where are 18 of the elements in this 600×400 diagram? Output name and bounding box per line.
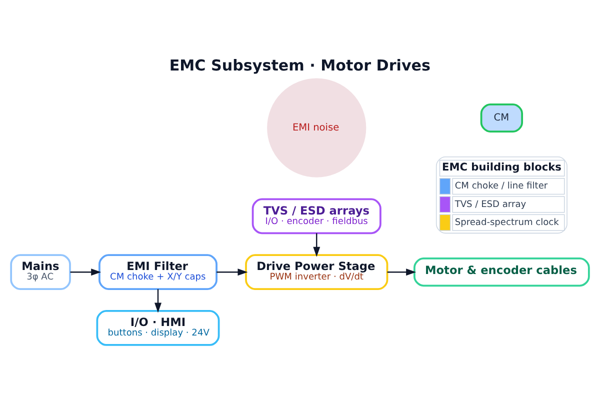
arrow: [387, 268, 416, 276]
node-box: Drive Power Stage PWM inverter · dV/dt: [245, 254, 388, 290]
node-box: EMI Filter CM choke + X/Y caps: [98, 254, 218, 290]
arrow: [216, 268, 248, 276]
node-circle: EMI noise: [267, 78, 366, 177]
diagram-title: EMC Subsystem · Motor Drives: [169, 56, 431, 74]
node-box: I/O · HMI buttons · display · 24V: [96, 310, 220, 346]
legend-label: CM choke / line filter: [454, 181, 548, 192]
label: EMC building blocks: [442, 160, 562, 173]
arrow: [313, 232, 320, 256]
node-box: CM: [480, 102, 524, 132]
node-box: Mains 3φ AC: [10, 254, 71, 290]
arrow: [70, 268, 102, 276]
arrow: [154, 288, 162, 312]
node-box: Motor & encoder cables: [414, 257, 590, 286]
node-box: TVS / ESD arrays I/O · encoder · fieldbus: [252, 198, 382, 234]
legend-label: TVS / ESD array: [454, 199, 526, 210]
legend-label: Spread-spectrum clock: [454, 217, 559, 228]
